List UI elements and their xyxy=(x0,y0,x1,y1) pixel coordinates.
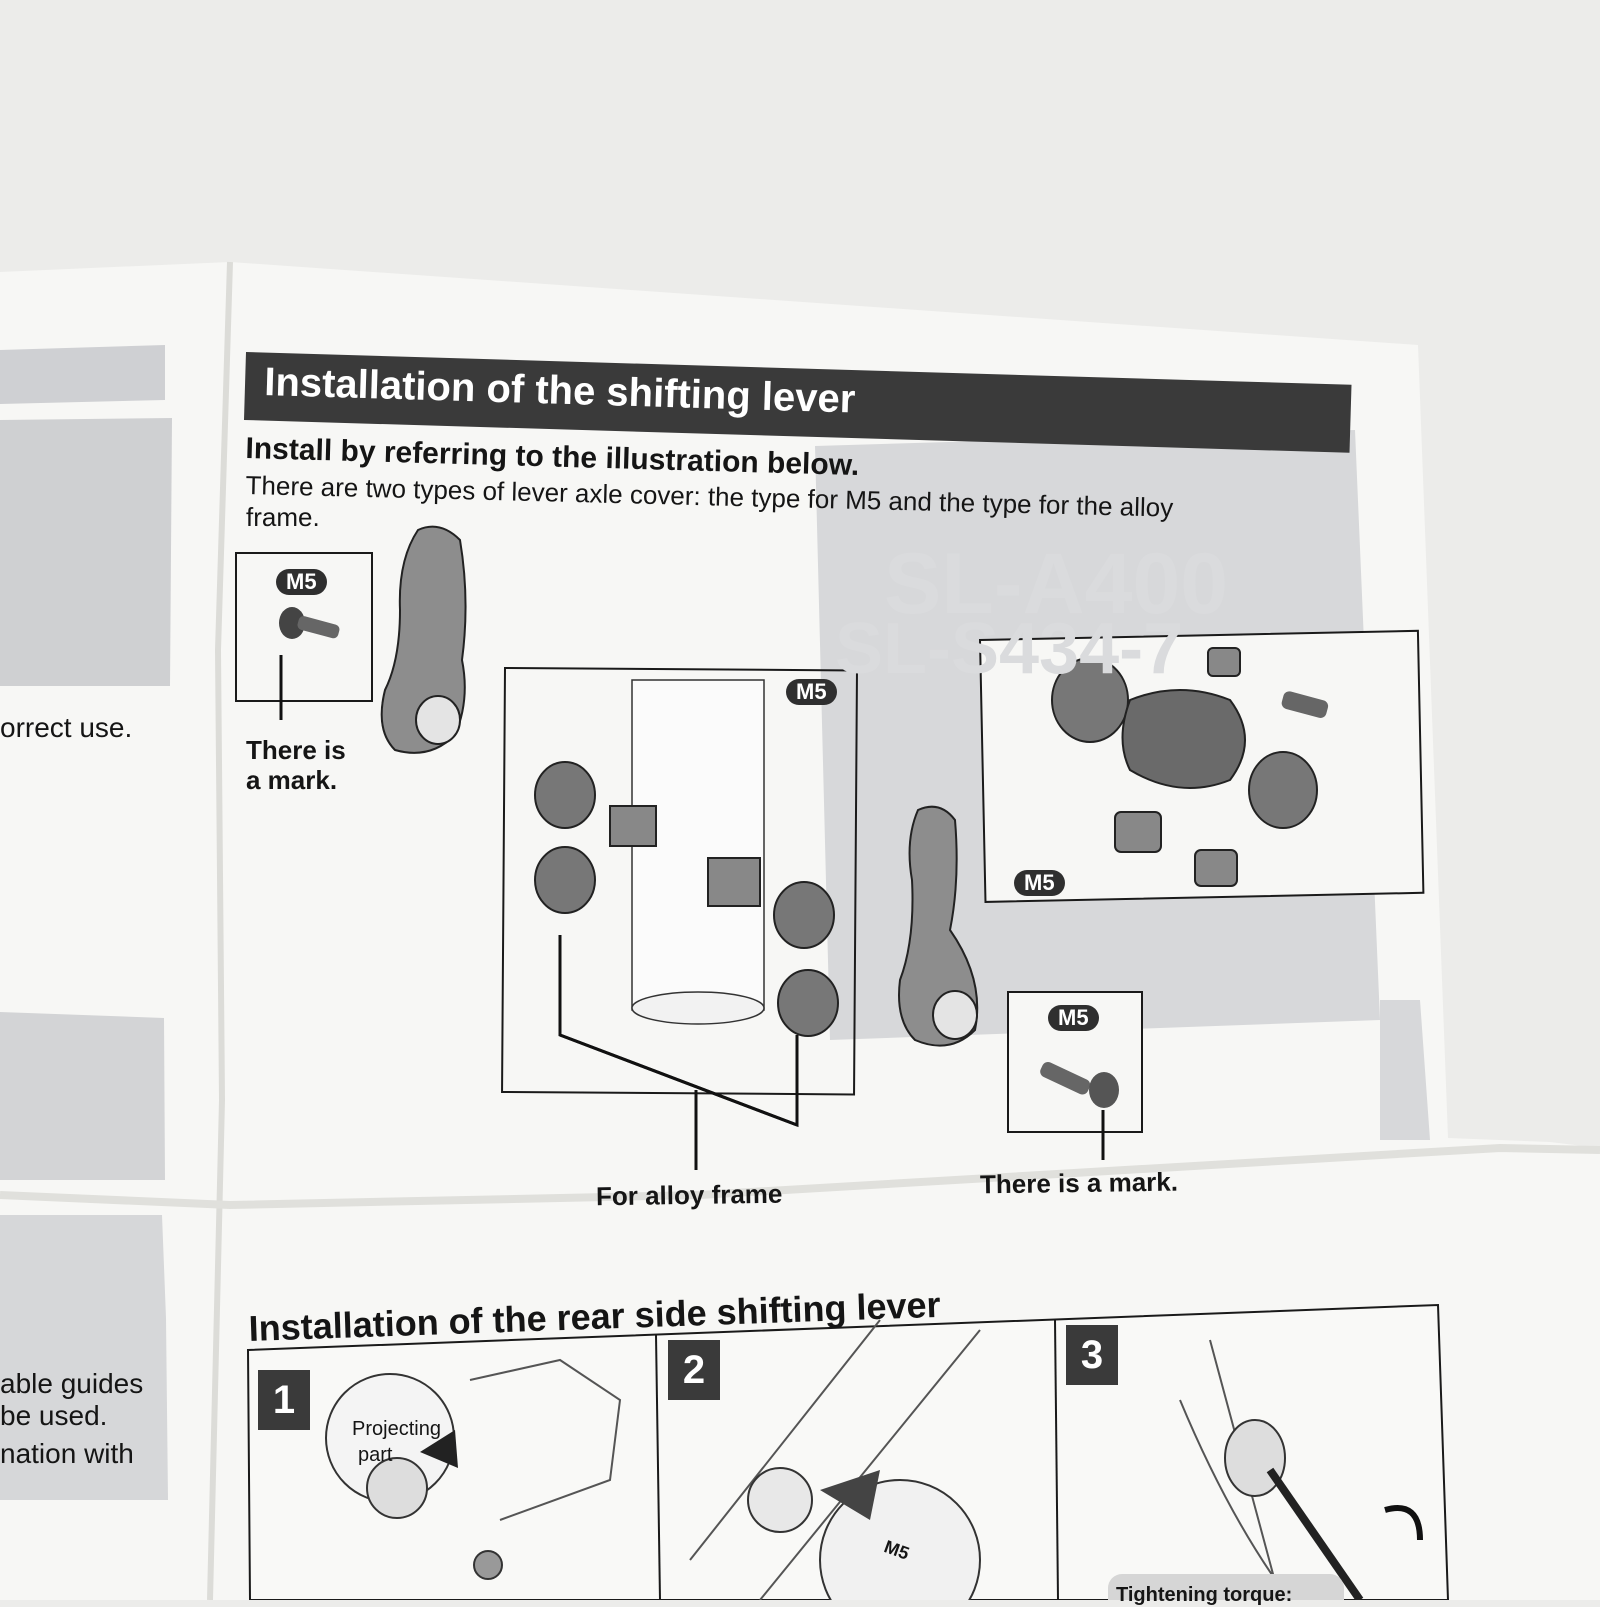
step-2-number: 2 xyxy=(668,1340,720,1400)
watermark-model-2: SL-S434-7 xyxy=(835,609,1184,689)
left-fragment-1: orrect use. xyxy=(0,712,133,743)
watermark-model-1: SL-A400 xyxy=(884,536,1229,632)
left-fragment-2: able guides xyxy=(0,1368,144,1399)
step3-torque-label: Tightening torque: xyxy=(1116,1584,1293,1606)
callout-mark-right: There is a mark. xyxy=(979,1166,1179,1200)
note-line-2: frame. xyxy=(246,502,320,532)
m5-badge-clamp: M5 xyxy=(1014,870,1065,896)
m5-badge-left: M5 xyxy=(276,569,327,595)
left-fragment-3: be used. xyxy=(0,1400,108,1431)
m5-badge-center: M5 xyxy=(786,679,837,705)
step1-label-line1: Projecting xyxy=(352,1418,441,1440)
step1-label-line2: part xyxy=(358,1444,393,1466)
callout-alloy-frame: For alloy frame xyxy=(595,1178,783,1212)
callout-mark-line2: a mark. xyxy=(246,765,338,795)
left-fragment-4: nation with xyxy=(0,1438,134,1469)
callout-mark-line1: There is xyxy=(246,735,346,765)
m5-badge-right: M5 xyxy=(1048,1005,1099,1031)
step-3-number: 3 xyxy=(1066,1325,1118,1385)
step-1-number: 1 xyxy=(258,1370,310,1430)
